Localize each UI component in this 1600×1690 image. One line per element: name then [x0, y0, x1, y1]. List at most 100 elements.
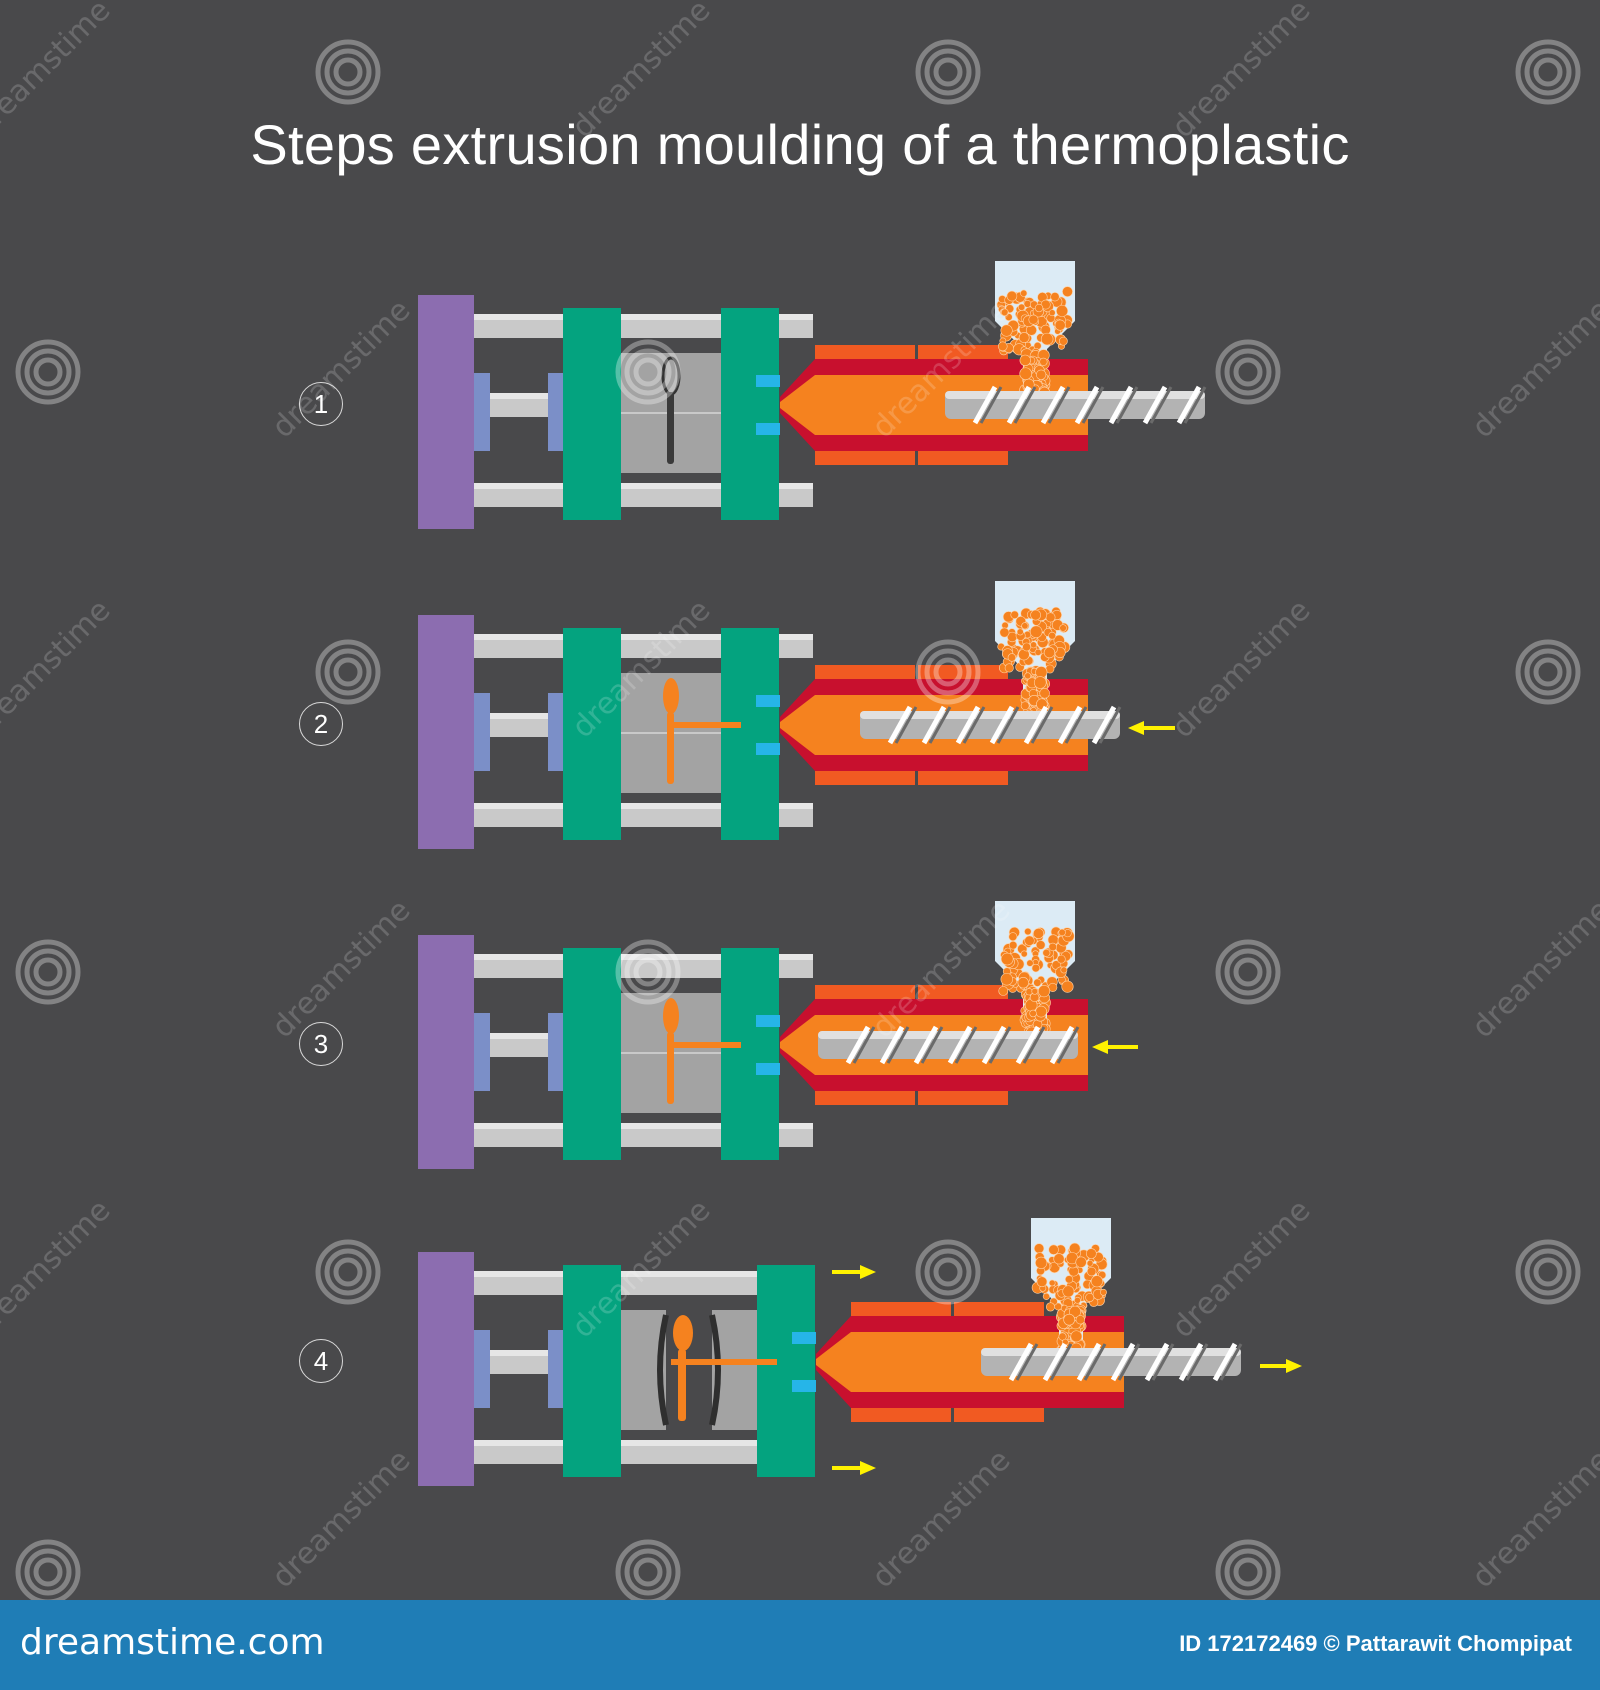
screw-flight-shadow [1015, 1343, 1039, 1381]
sprue [671, 1359, 777, 1365]
pellet [1064, 1275, 1074, 1284]
screw-flight-shadow [954, 1026, 978, 1064]
pellet [1085, 1248, 1097, 1259]
heater-band [954, 1302, 1044, 1316]
pellet [1020, 950, 1028, 958]
pellet [1034, 303, 1044, 313]
pellet [1050, 292, 1060, 302]
screw-flight-shadow [1098, 706, 1122, 744]
screw-flight [913, 1025, 939, 1065]
pellet [1086, 1266, 1097, 1277]
pellet [1000, 308, 1009, 317]
screw-flight-shadow [920, 1026, 944, 1064]
pellet [1058, 336, 1068, 346]
nozzle-tip [792, 1332, 816, 1344]
screw-flight-shadow [1022, 1026, 1046, 1064]
pellet [1039, 688, 1050, 699]
heater-band [918, 345, 1008, 359]
spiral-icon [15, 339, 81, 405]
pellet [1069, 1305, 1082, 1318]
pellet [1035, 940, 1046, 950]
pellet [1060, 966, 1068, 974]
pellet [1035, 1256, 1048, 1269]
spiral-icon [1515, 1239, 1581, 1305]
pellet [1034, 648, 1042, 656]
pellet [1070, 1330, 1083, 1343]
screw-flight [1015, 1025, 1041, 1065]
pellet [1024, 672, 1032, 680]
pellet [1086, 1259, 1094, 1267]
pellet [1063, 1313, 1076, 1326]
sprue [671, 722, 741, 728]
tie-bar-highlight [470, 954, 813, 960]
screw-flight-shadow [1064, 706, 1088, 744]
screw-highlight [860, 711, 1120, 719]
screw-flight-shadow [962, 706, 986, 744]
pellet [1033, 676, 1047, 689]
pellet [1029, 1009, 1037, 1018]
diagram-title: Steps extrusion moulding of a thermoplas… [250, 113, 1350, 176]
screw-flight [1091, 705, 1117, 745]
pellet [1037, 985, 1051, 998]
pellet [1010, 610, 1019, 619]
screw-highlight [981, 1348, 1241, 1356]
spiral-icon [915, 39, 981, 105]
pellet [1074, 1296, 1081, 1304]
spoon-handle [667, 392, 674, 464]
screw-flight-shadow [1056, 1026, 1080, 1064]
screw-flight [1178, 1342, 1204, 1382]
step-number: 4 [299, 1339, 343, 1383]
footer-credit: ID 172172469 © Pattarawit Chompipat [1179, 1631, 1572, 1656]
screw-flight-shadow [928, 706, 952, 744]
heater-band [815, 771, 915, 785]
pellet [1017, 303, 1026, 311]
spiral-icon [1215, 1539, 1281, 1605]
machines-canvas [418, 261, 1302, 1486]
pellet [1062, 1285, 1075, 1298]
pellet [1029, 625, 1043, 639]
spiral-icon [615, 1539, 681, 1605]
screw-flight-shadow [1081, 386, 1105, 424]
machine-step-4 [418, 1218, 1302, 1486]
tie-bar-highlight [470, 314, 813, 320]
pellet [1100, 1288, 1107, 1296]
screw-flight [972, 385, 998, 425]
screw-flight [879, 1025, 905, 1065]
screw-flight-shadow [886, 1026, 910, 1064]
heater-band [918, 451, 1008, 465]
step-number: 1 [299, 382, 343, 426]
pellet [1000, 952, 1014, 966]
step-number: 2 [299, 702, 343, 746]
pellet [1056, 304, 1069, 317]
pellet [1039, 357, 1048, 366]
pellet [1025, 988, 1033, 996]
spoon-part [663, 678, 679, 714]
pellet [1042, 1292, 1050, 1300]
pellet [1008, 932, 1018, 942]
pellet [1045, 612, 1056, 623]
screw-flight-shadow [1183, 386, 1207, 424]
screw-flight-shadow [988, 1026, 1012, 1064]
screw-flight-shadow [1117, 1343, 1141, 1381]
toggle-block [548, 1330, 564, 1408]
screw-flight [955, 705, 981, 745]
toggle-block [548, 693, 564, 771]
spoon-handle [667, 1032, 674, 1104]
screw-flight [981, 1025, 1007, 1065]
heater-band [954, 1408, 1044, 1422]
pellet [1007, 653, 1017, 662]
toggle-block [548, 1013, 564, 1091]
screw-flight [1076, 1342, 1102, 1382]
mould-face-left [657, 1314, 669, 1426]
pellet [1021, 622, 1029, 630]
pellet [1026, 959, 1034, 967]
pellet [1020, 701, 1030, 711]
pellet [1035, 666, 1048, 679]
push-arrow-head [1092, 1040, 1108, 1054]
spiral-icon [915, 639, 981, 705]
spiral-icon [615, 339, 681, 405]
screw-flight-shadow [1030, 706, 1054, 744]
screw-flight-shadow [979, 386, 1003, 424]
pellet [1085, 1293, 1095, 1303]
